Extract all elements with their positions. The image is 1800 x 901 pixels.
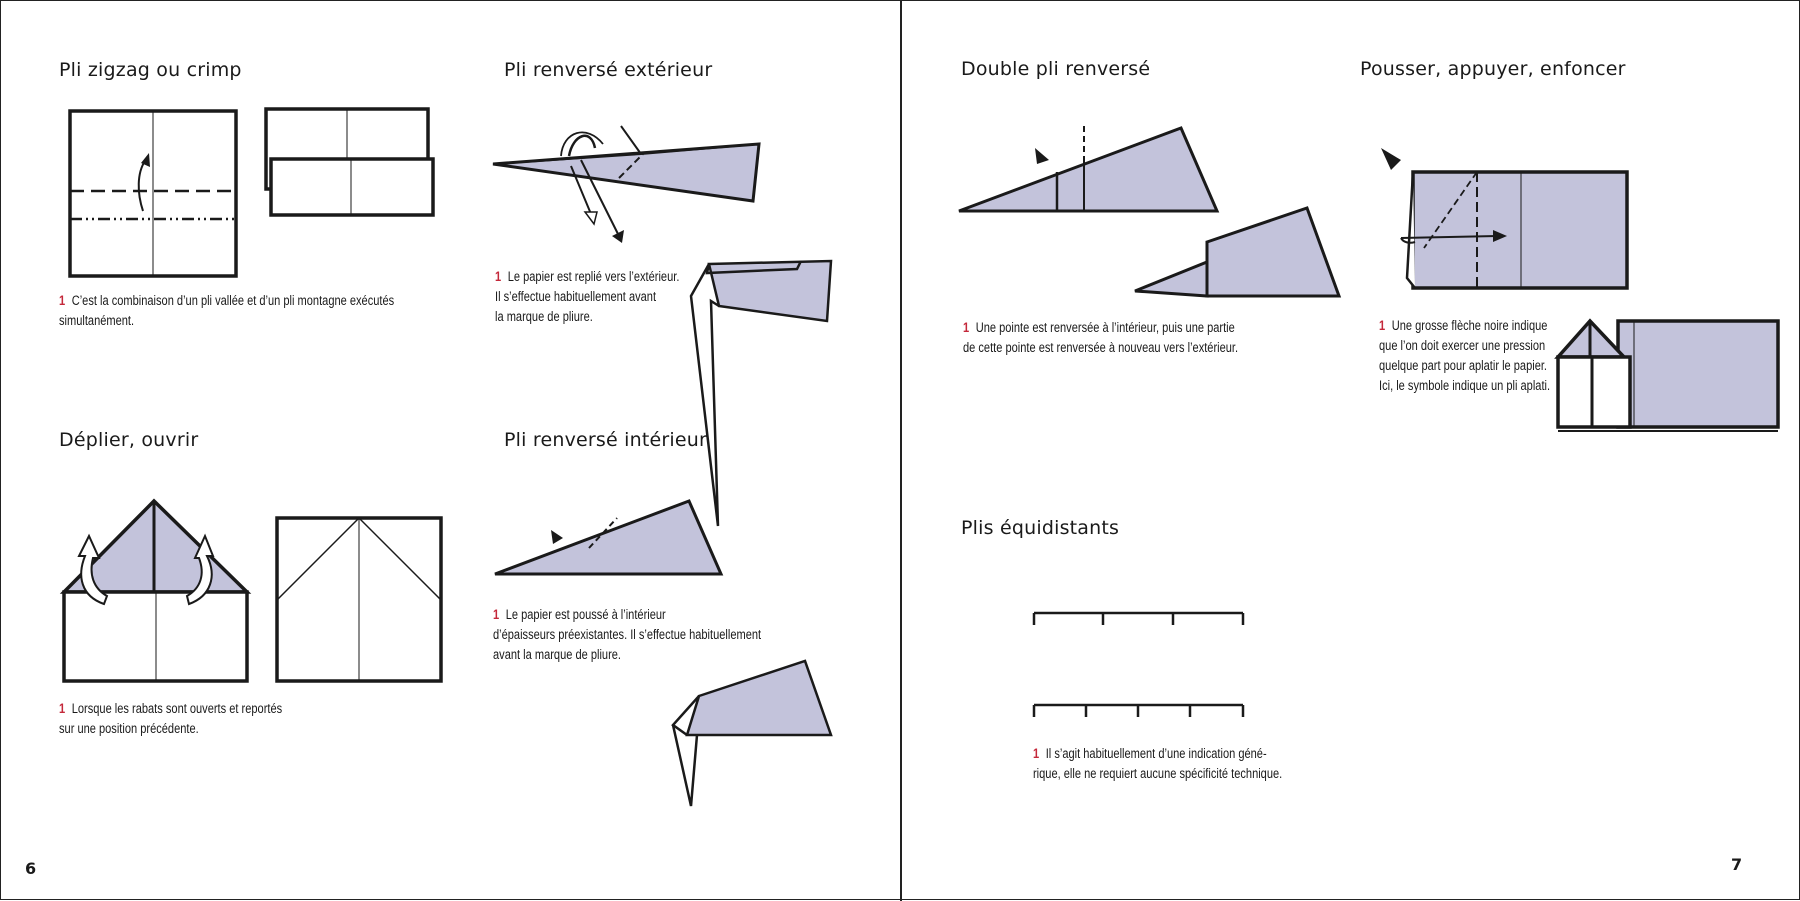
- book-spine: [900, 1, 902, 901]
- push-title: Pousser, appuyer, enfoncer: [1360, 58, 1626, 80]
- unfold-title: Déplier, ouvrir: [59, 429, 199, 451]
- zigzag-title: Pli zigzag ou crimp: [59, 59, 242, 81]
- equidistant-diagram: [1032, 611, 1245, 717]
- left-page-number: 6: [25, 859, 37, 878]
- double-reverse-title: Double pli renversé: [961, 58, 1151, 80]
- inside-reverse-diagram: [494, 499, 833, 807]
- zigzag-diagram: [68, 107, 435, 278]
- right-page-number: 7: [1731, 855, 1743, 874]
- double-reverse-diagram: [958, 126, 1342, 298]
- inside-reverse-title: Pli renversé intérieur: [504, 429, 708, 451]
- outside-reverse-diagram: [492, 125, 833, 527]
- outside-reverse-title: Pli renversé extérieur: [504, 59, 713, 81]
- push-diagram: [1381, 148, 1780, 432]
- unfold-diagram: [59, 498, 443, 683]
- equidistant-title: Plis équidistants: [961, 517, 1120, 539]
